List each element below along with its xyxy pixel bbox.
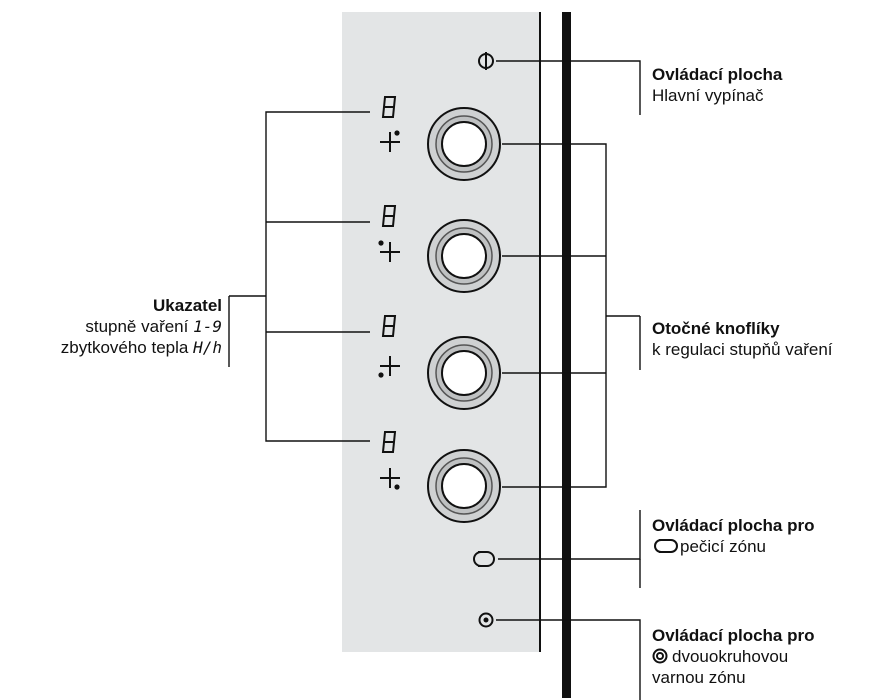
display-digit-4 [381, 431, 397, 453]
roaster-zone-legend-icon [654, 539, 678, 553]
dual-zone-legend-icon [652, 648, 668, 664]
label-main-switch: Ovládací plocha Hlavní vypínač [652, 64, 782, 106]
label-display-line2-code: H/h [193, 338, 222, 357]
label-knobs-title: Otočné knoflíky [652, 319, 780, 338]
label-roaster-line: pečicí zónu [652, 536, 815, 557]
knob-3[interactable] [427, 336, 501, 410]
label-dual-text2: varnou zónu [652, 668, 746, 687]
knob-4[interactable] [427, 449, 501, 523]
display-digit-2 [381, 205, 397, 227]
leader-lines [228, 60, 641, 700]
label-display-line1-code: 1-9 [193, 317, 222, 336]
dual-zone-icon [478, 612, 494, 628]
zone-front-left-icon [378, 356, 400, 378]
label-dual: Ovládací plocha pro dvouokruhovou varnou… [652, 625, 815, 688]
label-display-line2: zbytkového tepla H/h [61, 337, 222, 358]
label-roaster-text: pečicí zónu [680, 537, 766, 556]
label-knobs: Otočné knoflíky k regulaci stupňů vaření [652, 318, 833, 360]
roaster-zone-icon [473, 551, 495, 567]
label-display: Ukazatel stupně vaření 1-9 zbytkového te… [61, 295, 222, 358]
label-display-line2-text: zbytkového tepla [60, 338, 189, 357]
label-dual-line1: dvouokruhovou [652, 646, 815, 667]
control-panel [342, 12, 540, 652]
leader-display-bracket [265, 111, 370, 442]
zone-symbols [378, 130, 400, 490]
display-digits [381, 96, 397, 453]
label-dual-text1: dvouokruhovou [672, 647, 789, 666]
knobs [427, 107, 501, 523]
display-digit-1 [381, 96, 397, 118]
label-main-switch-text: Hlavní vypínač [652, 86, 764, 105]
display-digit-3 [381, 315, 397, 337]
zone-front-right-icon [380, 468, 400, 490]
label-main-switch-title: Ovládací plocha [652, 65, 783, 84]
label-roaster-title: Ovládací plocha pro [652, 516, 815, 535]
label-display-title: Ukazatel [153, 296, 222, 315]
label-display-line1: stupně vaření 1-9 [61, 316, 222, 337]
leader-main-switch [496, 60, 641, 115]
zone-rear-right-icon [380, 130, 400, 152]
label-knobs-text: k regulaci stupňů vaření [652, 340, 833, 359]
label-display-line1-text: stupně vaření [85, 317, 189, 336]
panel-frame-bar [562, 12, 571, 698]
leader-dual [496, 619, 641, 700]
zone-rear-left-icon [378, 240, 400, 262]
knob-1[interactable] [427, 107, 501, 181]
power-icon [478, 52, 494, 70]
label-roaster: Ovládací plocha pro pečicí zónu [652, 515, 815, 557]
label-dual-title: Ovládací plocha pro [652, 626, 815, 645]
knob-2[interactable] [427, 219, 501, 293]
